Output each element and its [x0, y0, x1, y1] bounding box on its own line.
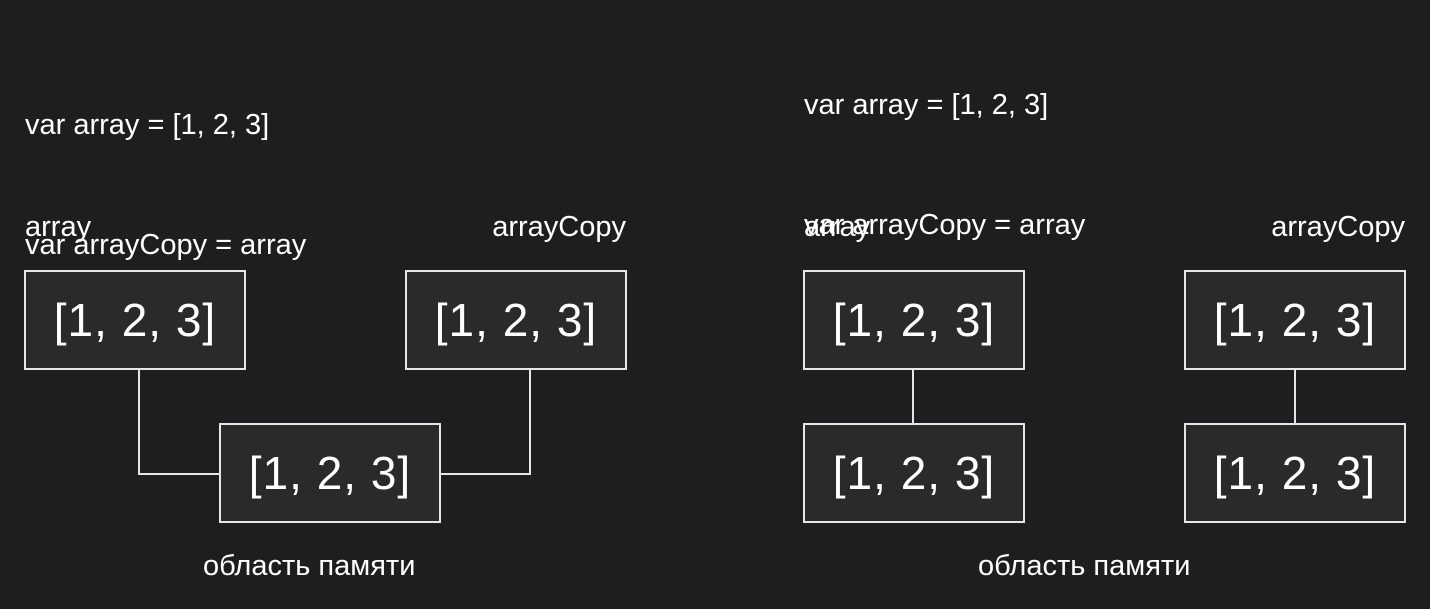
left-box-array-copy: [1, 2, 3]	[405, 270, 627, 370]
left-caption-memory-area: область памяти	[203, 550, 416, 582]
left-connector-array-vertical	[138, 369, 140, 475]
left-connector-copy-horizontal	[439, 473, 531, 475]
left-code-line-2: var arrayCopy = array	[25, 229, 307, 261]
right-box-array: [1, 2, 3]	[803, 270, 1025, 370]
left-connector-copy-vertical	[529, 369, 531, 475]
right-connector-array-copy	[1294, 369, 1296, 425]
left-box-memory: [1, 2, 3]	[219, 423, 441, 523]
right-box-array-copy-memory: [1, 2, 3]	[1184, 423, 1406, 523]
right-connector-array	[912, 369, 914, 425]
left-code-line-1: var array = [1, 2, 3]	[25, 109, 270, 141]
left-label-array-copy: arrayCopy	[492, 211, 626, 243]
left-box-array: [1, 2, 3]	[24, 270, 246, 370]
right-box-array-copy: [1, 2, 3]	[1184, 270, 1406, 370]
right-label-array-copy: arrayCopy	[1271, 211, 1405, 243]
right-caption-memory-area: область памяти	[978, 550, 1191, 582]
right-label-array: array	[804, 211, 871, 243]
left-code-block: var array = [1, 2, 3] var arrayCopy = ar…	[25, 25, 306, 345]
right-box-array-memory: [1, 2, 3]	[803, 423, 1025, 523]
left-connector-array-horizontal	[138, 473, 220, 475]
right-code-line-2: var arrayCopy = array	[804, 209, 1086, 241]
right-code-line-1: var array = [1, 2, 3]	[804, 89, 1049, 121]
left-label-array: array	[25, 211, 92, 243]
